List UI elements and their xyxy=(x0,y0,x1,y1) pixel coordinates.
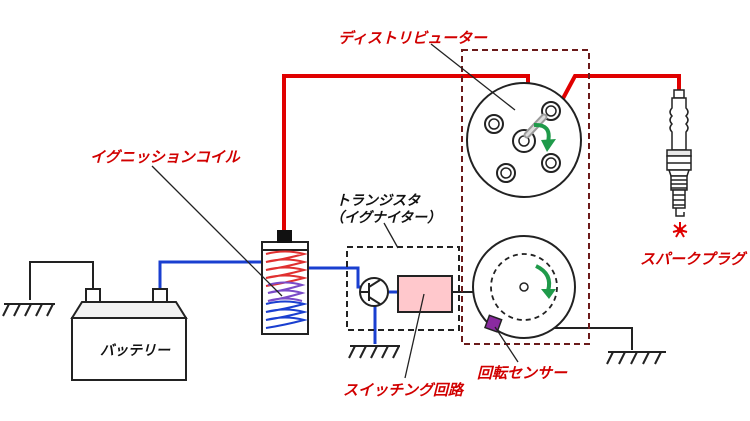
label-spark-plug: スパークプラグ xyxy=(640,250,748,268)
label-ignition-coil: イグニッションコイル xyxy=(90,148,241,166)
ground-symbol-battery xyxy=(2,303,55,317)
label-switching-circuit: スイッチング回路 xyxy=(343,381,465,399)
switching-circuit-box xyxy=(397,275,453,313)
signal-rotor-arrow xyxy=(535,264,552,292)
leader-transistor xyxy=(383,222,399,249)
ground-symbol-sensor xyxy=(606,351,666,365)
leader-ignition-coil xyxy=(151,165,283,297)
igniter-box xyxy=(346,246,460,331)
leader-switching-circuit xyxy=(404,293,425,379)
coil-secondary-winding xyxy=(265,250,308,287)
signal-rotor xyxy=(472,235,576,339)
distributor-box xyxy=(461,49,590,345)
leader-distributor xyxy=(430,43,516,111)
rotor-arrow-head xyxy=(541,139,556,152)
label-igniter: （イグナイター） xyxy=(330,209,441,226)
battery-ground-wire xyxy=(29,261,94,300)
battery xyxy=(70,288,188,381)
signal-rotor-arrow-head xyxy=(541,289,556,299)
coil-lower-winding xyxy=(265,300,308,329)
label-rotation-sensor: 回転センサー xyxy=(477,364,568,382)
rotor-rotation-arrow xyxy=(533,122,551,143)
coil-to-transistor-wire xyxy=(308,266,365,289)
battery-negative-terminal xyxy=(85,288,101,303)
transistor-symbol xyxy=(359,277,389,307)
label-transistor: トランジスタ xyxy=(336,193,421,209)
spark-plug xyxy=(666,89,692,217)
rotation-sensor xyxy=(484,314,503,333)
ignition-coil xyxy=(261,230,309,335)
distributor-cap xyxy=(466,82,582,198)
leader-rotation-sensor xyxy=(494,326,519,363)
coil-hv-terminal xyxy=(277,230,292,243)
label-distributor: ディストリビューター xyxy=(338,29,488,47)
distributor-to-plug-hv-wire xyxy=(558,74,681,105)
coil-primary-winding xyxy=(267,281,306,302)
label-battery: バッテリー xyxy=(100,343,171,359)
battery-positive-wire xyxy=(158,260,270,290)
ground-symbol-transistor xyxy=(348,345,400,359)
battery-positive-terminal xyxy=(152,288,168,303)
